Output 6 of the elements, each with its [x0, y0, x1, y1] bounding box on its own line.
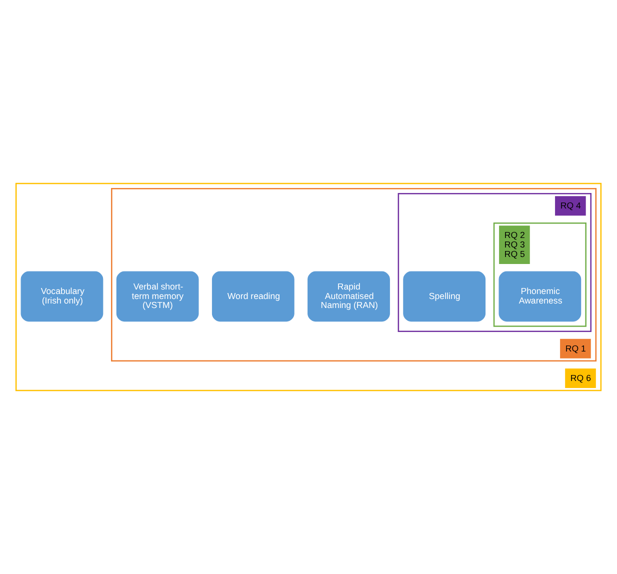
- node-box: Spelling: [403, 271, 486, 322]
- node-box: Verbal short-term memory (VSTM): [116, 271, 199, 322]
- node-box: Word reading: [212, 271, 294, 322]
- node-box: Rapid Automatised Naming (RAN): [308, 271, 390, 322]
- node-box: Phonemic Awareness: [498, 271, 582, 322]
- node-box: Vocabulary (Irish only): [20, 271, 104, 322]
